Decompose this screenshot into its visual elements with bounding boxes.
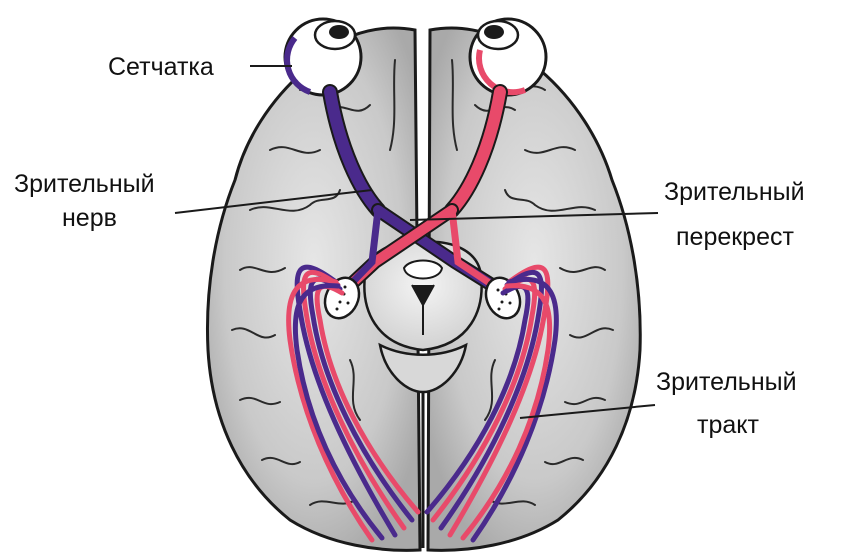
label-tract-line2: тракт: [697, 411, 759, 439]
label-chiasm-line1: Зрительный: [664, 178, 805, 206]
brain: [207, 28, 640, 550]
label-chiasm-line2: перекрест: [676, 223, 794, 251]
pituitary: [404, 261, 442, 279]
label-tract-line1: Зрительный: [656, 368, 797, 396]
left-eye: [285, 19, 361, 95]
right-eye: [470, 19, 546, 95]
label-optic-nerve-line2: нерв: [62, 204, 117, 232]
label-optic-nerve-line1: Зрительный: [14, 170, 155, 198]
label-retina: Сетчатка: [108, 53, 214, 81]
